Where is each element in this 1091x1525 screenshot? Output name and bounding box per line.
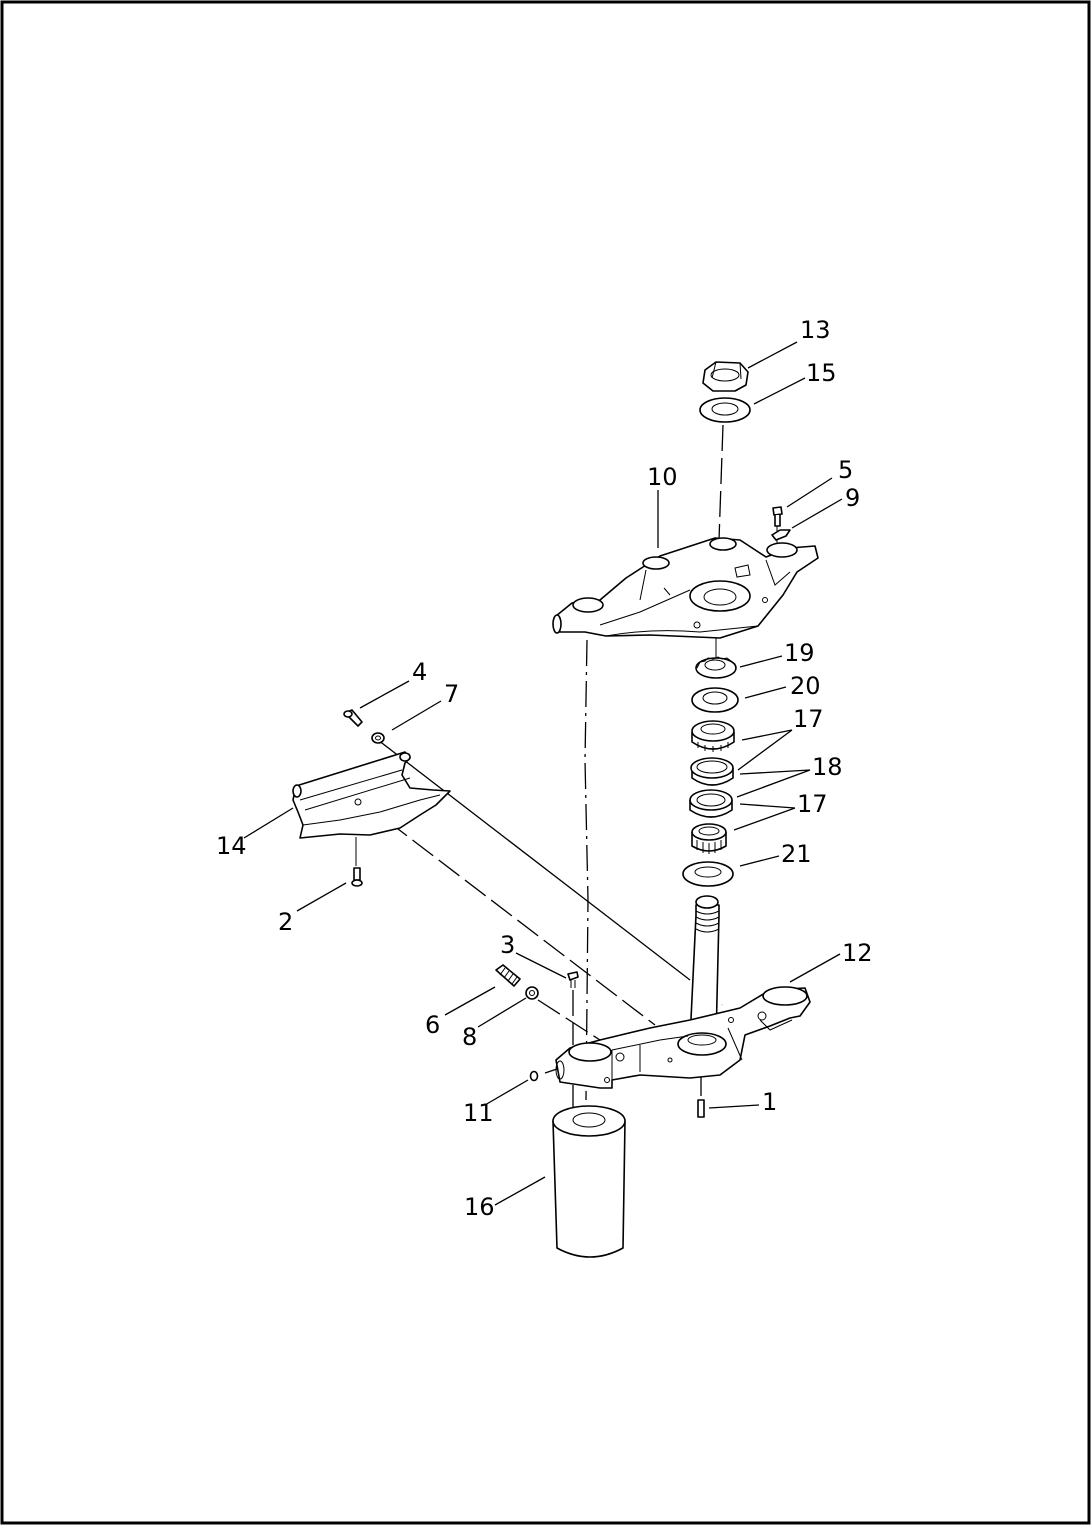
- cover-screw-and-washer: [343, 709, 385, 744]
- hex-nut: [702, 361, 749, 392]
- callout-17-lower: 17: [797, 790, 828, 818]
- washer: [699, 397, 751, 423]
- callout-8: 8: [462, 1023, 477, 1051]
- lower-bearing-race: [689, 789, 733, 818]
- pinch-bolt-and-washer: [495, 964, 539, 1000]
- callout-17-upper: 17: [793, 705, 824, 733]
- upper-tapered-bearing: [691, 720, 735, 752]
- lower-fork-bracket: [555, 895, 811, 1089]
- upper-fork-bracket: [552, 537, 819, 639]
- cover-bottom-screw: [351, 867, 363, 887]
- set-screw: [567, 971, 579, 988]
- lower-seal: [682, 861, 734, 887]
- dust-seal: [691, 687, 739, 713]
- callout-11: 11: [463, 1099, 494, 1127]
- leader-lines: [243, 341, 843, 1206]
- callout-9: 9: [845, 484, 860, 512]
- callout-13: 13: [800, 316, 831, 344]
- lower-tapered-bearing: [691, 823, 727, 854]
- callout-18: 18: [812, 753, 843, 781]
- callout-3: 3: [500, 931, 515, 959]
- callout-2: 2: [278, 908, 293, 936]
- callout-16: 16: [464, 1193, 495, 1221]
- callout-15: 15: [806, 359, 837, 387]
- callout-6: 6: [425, 1011, 440, 1039]
- callout-21: 21: [781, 840, 812, 868]
- callout-5: 5: [838, 456, 853, 484]
- callout-20: 20: [790, 672, 821, 700]
- screw-and-clip: [771, 506, 791, 541]
- fork-cover: [292, 751, 451, 839]
- spanner-nut: [695, 656, 737, 679]
- callout-10: 10: [647, 463, 678, 491]
- plug: [529, 1070, 539, 1082]
- callout-4: 4: [412, 658, 427, 686]
- upper-bearing-race: [690, 757, 734, 786]
- callout-1: 1: [762, 1088, 777, 1116]
- callout-19: 19: [784, 639, 815, 667]
- callout-labels: 13 15 10 5 9 19 20 17 18 17 21 4 7 14 2 …: [216, 316, 873, 1221]
- callout-14: 14: [216, 832, 247, 860]
- fork-tube-cover: [552, 1105, 626, 1258]
- callout-12: 12: [842, 939, 873, 967]
- callout-7: 7: [444, 680, 459, 708]
- dowel-pin: [697, 1099, 705, 1118]
